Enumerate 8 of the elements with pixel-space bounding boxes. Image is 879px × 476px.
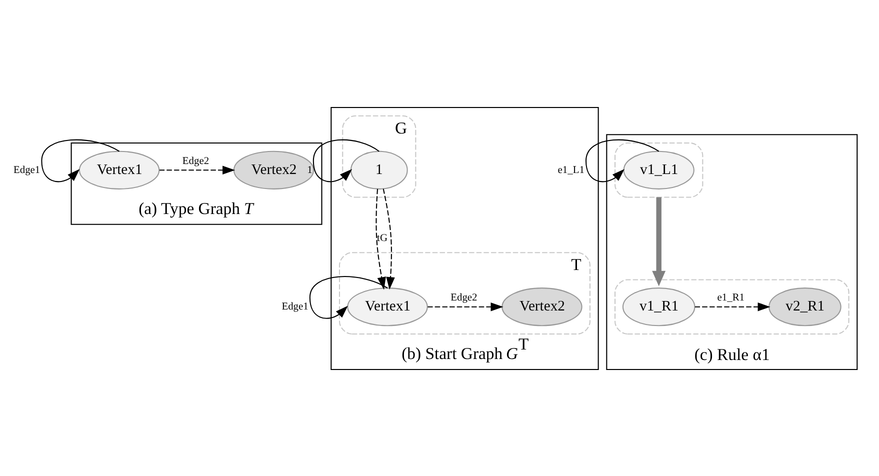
edge-label: 1 [307,164,312,176]
edge-label: tG [377,232,388,244]
edge-label: Edge2 [450,292,478,304]
edge-label: e1_R1 [717,292,745,304]
edge-label: Edge1 [282,300,308,312]
edge-label: Edge1 [14,164,40,176]
edge-label: Edge2 [182,155,210,166]
edge-label: e1_L1 [558,164,584,176]
